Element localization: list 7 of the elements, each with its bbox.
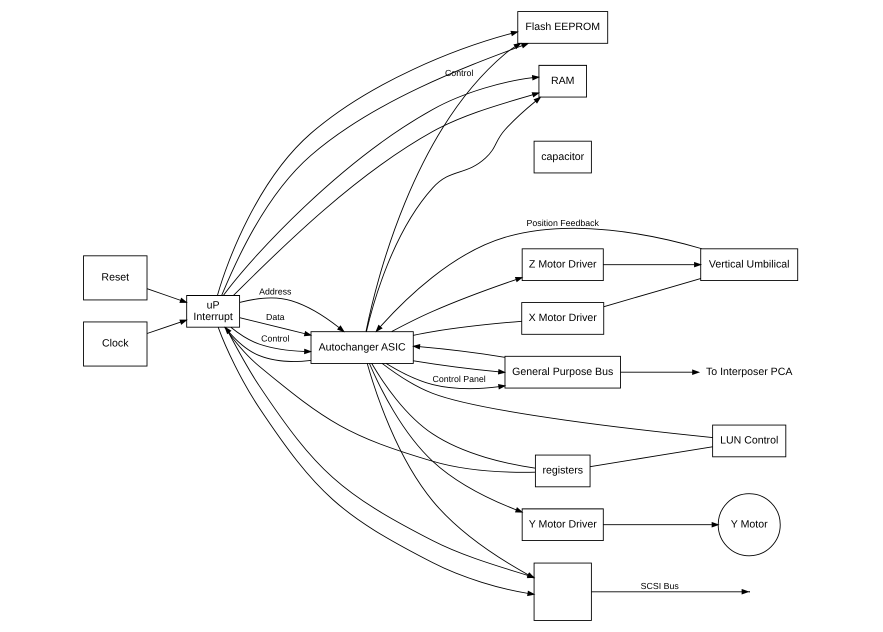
edge-label: Control — [261, 333, 290, 344]
edge-label: Data — [266, 312, 285, 322]
edge-label: Position Feedback — [526, 218, 599, 228]
node-text: To Interposer PCA — [706, 366, 792, 378]
edge-label: SCSI Bus — [640, 581, 679, 592]
edge-label: Control Panel — [432, 374, 486, 384]
edge-label: Address — [259, 286, 292, 297]
